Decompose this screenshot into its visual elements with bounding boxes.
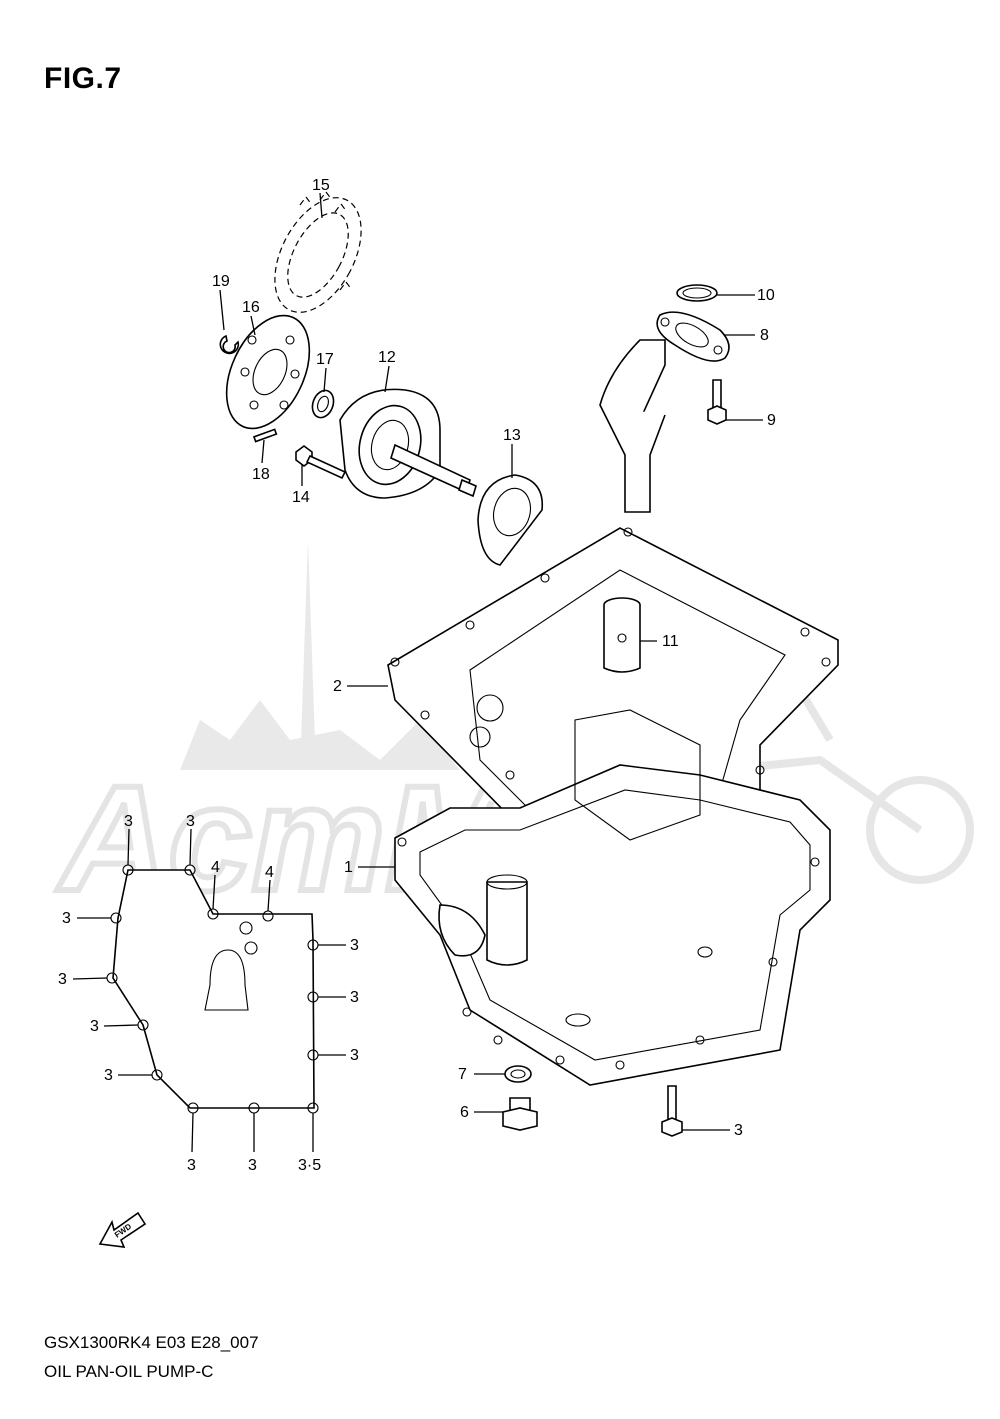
- part-3-bolt: [661, 1085, 683, 1137]
- fwd-arrow: FWD: [98, 1211, 147, 1248]
- callout-12: 12: [378, 349, 396, 366]
- part-11-oil-pipe: [603, 597, 641, 673]
- callout-2: 2: [333, 678, 342, 695]
- callout-6: 6: [460, 1104, 469, 1121]
- callout-3-sketch-h: 3: [350, 1047, 359, 1064]
- callout-19: 19: [212, 273, 230, 290]
- part-8-oil-strainer: [599, 311, 730, 513]
- part-12-oil-pump: [339, 388, 477, 499]
- callout-3-sketch-d: 3: [58, 971, 67, 988]
- callout-3-sketch-f: 3: [350, 989, 359, 1006]
- part-10-o-ring: [676, 284, 718, 302]
- callout-14: 14: [292, 489, 310, 506]
- callout-16: 16: [242, 299, 260, 316]
- callout-10: 10: [757, 287, 775, 304]
- part-6-drain-plug: [502, 1097, 538, 1131]
- callout-8: 8: [760, 327, 769, 344]
- callout-labels: 15 19 16 17 12 13 18 14 10 8 9 11 2 1 7 …: [58, 177, 776, 1174]
- part-7-washer: [504, 1065, 532, 1083]
- part-9-bolt: [707, 379, 727, 425]
- figure-title: FIG.7: [44, 62, 122, 95]
- callout-13: 13: [503, 427, 521, 444]
- callout-3-sketch-i: 3: [104, 1067, 113, 1084]
- callout-15: 15: [312, 177, 330, 194]
- callout-4-sketch-b: 4: [265, 864, 274, 881]
- model-code: GSX1300RK4 E03 E28_007: [44, 1333, 259, 1352]
- callout-1: 1: [344, 859, 353, 876]
- callout-11: 11: [662, 633, 679, 650]
- callout-9: 9: [767, 412, 776, 429]
- part-18-pin: [252, 428, 278, 443]
- bolt-layout-sketch: [106, 864, 319, 1114]
- part-16-driven-gear: [225, 314, 311, 430]
- callout-3-sketch-c: 3: [62, 910, 71, 927]
- callout-3-5-sketch: 3·5: [298, 1157, 321, 1174]
- callout-3-sketch-k: 3: [248, 1157, 257, 1174]
- part-1-oil-pan: [394, 709, 831, 1086]
- callout-18: 18: [252, 466, 270, 483]
- watermark-skyline: [180, 700, 460, 770]
- part-14-bolt: [295, 445, 347, 480]
- part-17-washer: [311, 389, 335, 419]
- leader-lines: [72, 192, 763, 1153]
- callout-7: 7: [458, 1066, 467, 1083]
- callout-17: 17: [316, 351, 334, 368]
- callout-3-bolt: 3: [734, 1122, 743, 1139]
- callout-4-sketch-a: 4: [211, 859, 220, 876]
- callout-3-sketch-j: 3: [187, 1157, 196, 1174]
- callout-3-sketch-b: 3: [186, 813, 195, 830]
- callout-3-sketch-g: 3: [90, 1018, 99, 1035]
- callout-3-sketch-e: 3: [350, 937, 359, 954]
- part-13-gasket: [477, 474, 544, 566]
- part-19-circlip: [219, 334, 240, 355]
- part-15-drive-gear: [274, 191, 362, 313]
- section-name: OIL PAN-OIL PUMP-C: [44, 1362, 214, 1381]
- watermark-spire: [300, 540, 316, 770]
- callout-3-sketch-a: 3: [124, 813, 133, 830]
